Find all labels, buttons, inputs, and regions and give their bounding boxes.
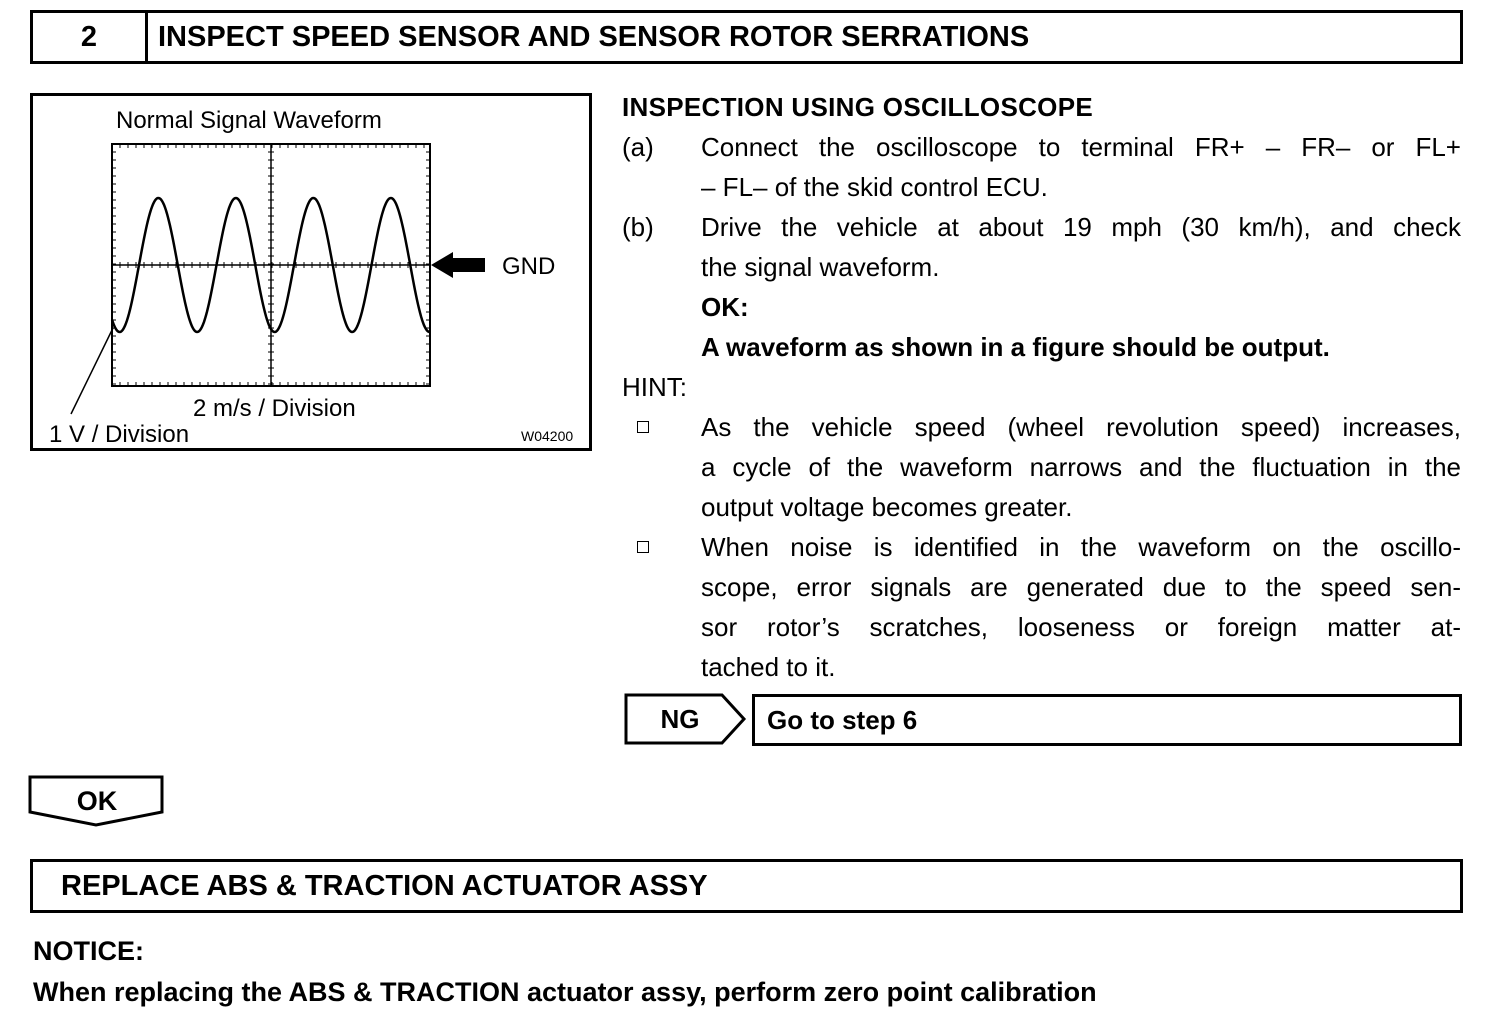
- step-b-line-1: Drive the vehicle at about 19 mph (30 km…: [701, 212, 1461, 242]
- y-scale-label: 1 V / Division: [49, 421, 190, 448]
- hint-2-line-4: tached to it.: [701, 652, 836, 682]
- step-b-marker: (b): [622, 212, 654, 242]
- ng-arrow-icon: [624, 693, 747, 745]
- oscilloscope-diagram: [70, 143, 485, 415]
- ng-label: NG: [660, 703, 700, 734]
- replace-step-title: REPLACE ABS & TRACTION ACTUATOR ASSY: [61, 869, 708, 902]
- hint-2-line-2: scope, error signals are generated due t…: [701, 572, 1461, 602]
- hint-label: HINT:: [622, 372, 687, 402]
- hint-2-line-1: When noise is identified in the waveform…: [701, 532, 1461, 562]
- notice-label: NOTICE:: [33, 936, 144, 966]
- ok-flow-arrow-icon: [28, 775, 164, 827]
- step-number: 2: [33, 13, 148, 61]
- step-b-line-2: the signal waveform.: [701, 252, 940, 282]
- x-scale-label: 2 m/s / Division: [193, 395, 356, 422]
- ng-result-box: Go to step 6: [752, 694, 1462, 746]
- ng-result-text: Go to step 6: [767, 704, 918, 735]
- step-title: INSPECT SPEED SENSOR AND SENSOR ROTOR SE…: [158, 20, 1030, 53]
- gnd-label: GND: [502, 253, 556, 280]
- step-header: 2 INSPECT SPEED SENSOR AND SENSOR ROTOR …: [30, 10, 1463, 64]
- gnd-arrow-icon: [431, 252, 485, 278]
- hint-1-line-1: As the vehicle speed (wheel revolution s…: [701, 412, 1461, 442]
- ok-label: OK:: [701, 292, 749, 322]
- checkbox-bullet-icon: [637, 421, 649, 433]
- replace-step-box: REPLACE ABS & TRACTION ACTUATOR ASSY: [30, 859, 1463, 913]
- hint-2-line-3: sor rotor’s scratches, looseness or fore…: [701, 612, 1461, 642]
- graticule-ticks: [111, 143, 430, 386]
- checkbox-bullet-icon: [637, 541, 649, 553]
- ok-flow-label: OK: [76, 785, 118, 816]
- hint-1-line-3: output voltage becomes greater.: [701, 492, 1073, 522]
- figure-title: Normal Signal Waveform: [116, 107, 382, 134]
- step-a-line-2: – FL– of the skid control ECU.: [701, 172, 1048, 202]
- waveform-figure: Normal Signal Waveform GND 2 m/s / Divis…: [30, 93, 592, 451]
- step-a-marker: (a): [622, 132, 654, 162]
- step-a-line-1: Connect the oscilloscope to terminal FR+…: [701, 132, 1461, 162]
- leader-line: [70, 327, 114, 415]
- figure-code: W04200: [521, 428, 574, 444]
- signal-waveform: [110, 196, 431, 334]
- ok-criteria: A waveform as shown in a figure should b…: [701, 332, 1330, 362]
- hint-1-line-2: a cycle of the waveform narrows and the …: [701, 452, 1461, 482]
- notice-text: When replacing the ABS & TRACTION actuat…: [33, 977, 1097, 1007]
- inspection-title: INSPECTION USING OSCILLOSCOPE: [622, 92, 1093, 122]
